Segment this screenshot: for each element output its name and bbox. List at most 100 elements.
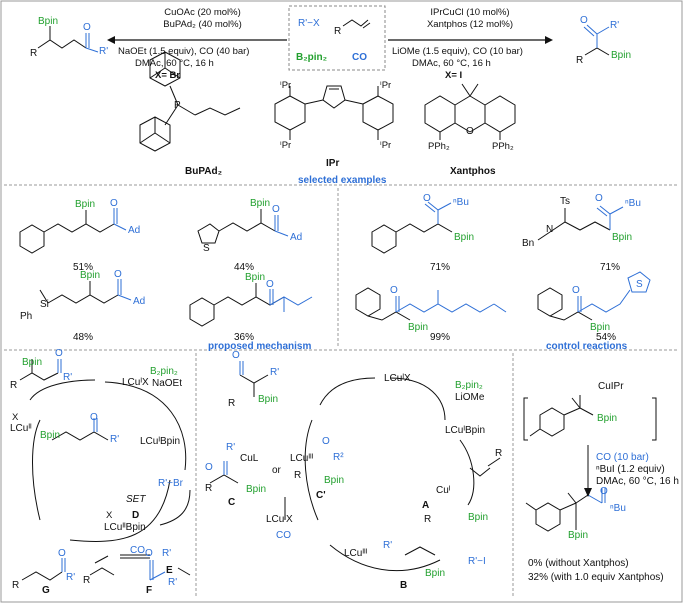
ex6-o: O xyxy=(595,193,603,204)
m1-alkene-r: R xyxy=(83,575,91,586)
ex8-s: S xyxy=(636,279,643,290)
m1-d-x: X xyxy=(106,510,113,521)
mechanism-heading: proposed mechanism xyxy=(208,341,312,352)
m2-a-label: A xyxy=(422,500,430,511)
m2-cp-o: O xyxy=(322,436,330,447)
ex2-bpin: Bpin xyxy=(250,198,271,209)
m2-product-rp: R' xyxy=(270,367,280,378)
m1-product-o: O xyxy=(55,348,63,359)
xantphos-pph2-right: PPh₂ xyxy=(492,141,514,152)
left-condition-1: CuOAc (20 mol%) xyxy=(164,7,241,18)
ex6-n: N xyxy=(546,224,554,235)
ex5-yield: 71% xyxy=(430,262,451,273)
m1-f-label: F xyxy=(146,585,153,596)
control-product-nbu: ⁿBu xyxy=(610,503,626,514)
m1-e-rp: R' xyxy=(162,548,172,559)
ex7-yield: 99% xyxy=(430,332,451,343)
reagent-box-frame xyxy=(288,5,386,71)
m2-b-label: B xyxy=(400,580,408,591)
ex3-bpin: Bpin xyxy=(80,270,101,281)
m2-product-bpin: Bpin xyxy=(258,394,279,405)
m2-b-rp: R' xyxy=(383,540,393,551)
ex2-s: S xyxy=(203,243,210,254)
ipr-sub-2: ⁱPr xyxy=(380,80,392,91)
m1-e-label: E xyxy=(166,565,173,576)
ex3-yield: 48% xyxy=(73,332,94,343)
m2-b-complex: LCuᴵᴵᴵ xyxy=(344,548,368,559)
xantphos-pph2-left: PPh₂ xyxy=(428,141,450,152)
m2-alkene-r: R xyxy=(495,448,503,459)
ex3-ph: Ph xyxy=(20,311,33,322)
m2-lcubpin: LCuᴵBpin xyxy=(445,425,486,436)
m1-set: SET xyxy=(126,494,146,505)
left-product-bpin: Bpin xyxy=(38,16,59,27)
m1-g-rp: R' xyxy=(66,572,76,583)
m1-product-rp: R' xyxy=(63,372,73,383)
m1-x-label: X xyxy=(12,412,19,423)
control-reagent-bpin: Bpin xyxy=(597,413,618,424)
right-condition-4: DMAc, 60 °C, 16 h xyxy=(412,58,491,69)
m1-g-label: G xyxy=(42,585,50,596)
ex6-bpin: Bpin xyxy=(612,232,633,243)
m1-d-complex: LCuᴵᴵBpin xyxy=(104,522,146,533)
m1-g-r: R xyxy=(12,580,20,591)
m2-cp-bpin: Bpin xyxy=(324,475,345,486)
m1-x-bpin: Bpin xyxy=(40,430,61,441)
ex6-bn: Bn xyxy=(522,238,535,249)
m1-rbr: R'−Br xyxy=(158,478,183,489)
ex6-ts: Ts xyxy=(560,196,570,207)
ex4-yield: 36% xyxy=(234,332,255,343)
m1-x-complex: LCuᴵᴵ xyxy=(10,423,32,434)
ipr-sub-3: ⁱPr xyxy=(280,140,292,151)
m2-cp-label: C' xyxy=(316,490,326,501)
ex7-o: O xyxy=(390,285,398,296)
m2-c-o: O xyxy=(205,462,213,473)
left-condition-2: BuPAd₂ (40 mol%) xyxy=(163,19,242,30)
bupad2-label: BuPAd₂ xyxy=(185,166,223,177)
m2-c-label: C xyxy=(228,497,236,508)
ex8-o: O xyxy=(572,285,580,296)
m2-or: or xyxy=(272,465,281,476)
ex1-ad: Ad xyxy=(128,225,141,236)
ipr-sub-4: ⁱPr xyxy=(380,140,392,151)
ex1-bpin: Bpin xyxy=(75,199,96,210)
m2-c-r: R xyxy=(205,483,213,494)
left-product-o: O xyxy=(83,22,91,33)
m2-liome: LiOMe xyxy=(455,392,485,403)
ex3-ad: Ad xyxy=(133,296,146,307)
m2-c-complex: CuL xyxy=(240,453,259,464)
m2-lcux-low: LCuᴵX xyxy=(266,514,293,525)
m2-a-bpin: Bpin xyxy=(468,512,489,523)
m2-co: CO xyxy=(276,530,291,541)
ipr-label: IPr xyxy=(326,158,340,169)
m2-cp-r: R xyxy=(294,470,302,481)
m1-g-o: O xyxy=(58,548,66,559)
control-cond-3: DMAc, 60 °C, 16 h xyxy=(596,476,679,487)
right-condition-2: Xantphos (12 mol%) xyxy=(426,19,514,30)
ex4-o: O xyxy=(266,279,274,290)
reagent-rx: R'−X xyxy=(298,18,320,29)
ex5-bpin: Bpin xyxy=(454,232,475,243)
selected-examples-heading: selected examples xyxy=(298,175,387,186)
m2-b2pin2: B₂pin₂ xyxy=(455,380,483,391)
ex5-nbu: ⁿBu xyxy=(453,197,469,208)
m1-f-rp: R' xyxy=(168,577,178,588)
m1-product-bpin: Bpin xyxy=(22,357,43,368)
m1-co: CO xyxy=(130,545,145,556)
right-product-rp: R' xyxy=(610,20,620,31)
left-product-r: R xyxy=(30,48,38,59)
control-result-2: 32% (with 1.0 equiv Xantphos) xyxy=(528,572,664,583)
m2-a-r: R xyxy=(424,514,432,525)
ex1-yield: 51% xyxy=(73,262,94,273)
control-cond-1: CO (10 bar) xyxy=(596,452,649,463)
m1-lcux: LCuᴵX xyxy=(122,377,149,388)
left-condition-4: DMAc, 60 °C, 16 h xyxy=(135,58,214,69)
m2-product-r: R xyxy=(228,398,236,409)
right-product-o: O xyxy=(580,15,588,26)
m1-x-o: O xyxy=(90,412,98,423)
m1-product-r: R xyxy=(10,380,18,391)
ex4-bpin: Bpin xyxy=(245,272,266,283)
ex2-yield: 44% xyxy=(234,262,255,273)
m1-lcubpin: LCuᴵBpin xyxy=(140,436,181,447)
